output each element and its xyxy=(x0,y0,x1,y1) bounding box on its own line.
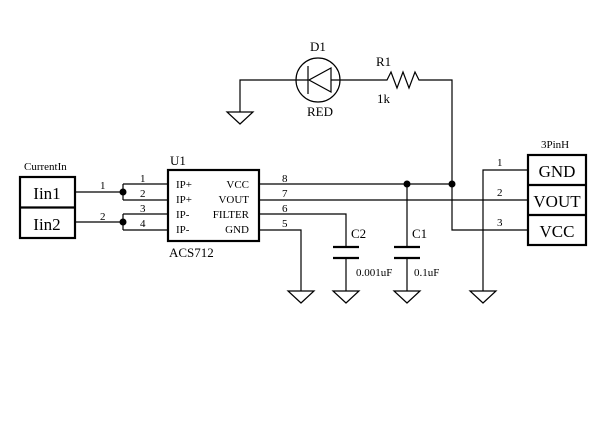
output-pin-label-vout: VOUT xyxy=(533,192,581,211)
input-pin-number-2: 2 xyxy=(100,211,106,223)
resistor-value: 1k xyxy=(377,91,391,106)
wire-resistor-to-vcc xyxy=(425,79,453,183)
input-pin-number-1: 1 xyxy=(100,180,106,192)
resistor-r1 xyxy=(380,70,425,90)
capacitor-c1-ref: C1 xyxy=(412,226,427,241)
capacitor-c1-value: 0.1uF xyxy=(414,267,439,279)
ic-right-pin-label-8: VCC xyxy=(226,179,249,191)
wire-ic-gnd xyxy=(259,229,302,291)
ic-left-pin-label-3: IP- xyxy=(176,209,190,221)
output-connector-divider xyxy=(528,183,586,217)
wire-vcc-net xyxy=(259,183,528,231)
ic-right-pin-label-6: FILTER xyxy=(213,209,250,221)
ground-symbol xyxy=(286,290,316,304)
output-pin-number-1: 1 xyxy=(497,157,503,169)
led-value: RED xyxy=(307,104,333,119)
wire-out-gnd xyxy=(482,169,528,291)
output-pin-number-2: 2 xyxy=(497,187,503,199)
input-pin-label-2: Iin2 xyxy=(33,215,60,234)
output-connector-body xyxy=(526,153,588,247)
ic-left-pin-number-2: 2 xyxy=(140,188,146,200)
junction-iin2 xyxy=(119,218,127,226)
ic-left-pin-number-3: 3 xyxy=(140,203,146,215)
led-branch: D1 RED R1 1k xyxy=(225,39,453,183)
capacitor-c2 xyxy=(331,245,361,304)
capacitor-c2-ref: C2 xyxy=(351,226,366,241)
junction-c1 xyxy=(403,180,411,188)
led-d1 xyxy=(295,57,341,103)
output-connector: 3PinH GND VOUT VCC 1 2 3 xyxy=(497,139,588,247)
output-pin-label-gnd: GND xyxy=(539,162,576,181)
junction-led xyxy=(448,180,456,188)
input-connector-name: CurrentIn xyxy=(24,161,67,173)
ic-right-pin-label-5: GND xyxy=(225,224,249,236)
ic-right-pin-number-8: 8 xyxy=(282,173,288,185)
ic-right-pin-number-5: 5 xyxy=(282,218,288,230)
resistor-ref: R1 xyxy=(376,54,391,69)
input-connector: CurrentIn Iin1 Iin2 1 2 xyxy=(18,161,106,240)
ic-left-pin-label-1: IP+ xyxy=(176,179,192,191)
led-anode-triangle xyxy=(307,66,332,94)
ground-symbol xyxy=(225,111,255,125)
ic-right-pin-number-6: 6 xyxy=(282,203,288,215)
ic-left-pin-number-4: 4 xyxy=(140,218,146,230)
capacitor-c1 xyxy=(392,245,422,304)
ic-part: ACS712 xyxy=(169,245,214,260)
led-ref: D1 xyxy=(310,39,326,54)
ic-u1: U1 ACS712 1 2 3 4 IP+ IP+ IP- IP- VCC VO… xyxy=(140,153,288,260)
junction-iin1 xyxy=(119,188,127,196)
wire-ip-plus-bus xyxy=(122,183,168,201)
output-connector-name: 3PinH xyxy=(541,139,569,151)
ground-symbol xyxy=(468,290,498,304)
capacitor-c2-value: 0.001uF xyxy=(356,267,392,279)
ground-symbol xyxy=(331,290,361,304)
wire-ip-minus-bus xyxy=(122,213,168,231)
ground-symbol xyxy=(392,290,422,304)
ic-ref: U1 xyxy=(170,153,186,168)
ic-right-pin-number-7: 7 xyxy=(282,188,288,200)
wire-filter-net xyxy=(259,213,347,246)
ic-left-pin-label-2: IP+ xyxy=(176,194,192,206)
input-pin-label-1: Iin1 xyxy=(33,184,60,203)
wire-led-to-ground xyxy=(239,79,296,112)
input-wiring xyxy=(75,183,168,231)
ic-right-pin-label-7: VOUT xyxy=(218,194,249,206)
ic-left-pin-label-4: IP- xyxy=(176,224,190,236)
output-pin-number-3: 3 xyxy=(497,217,503,229)
ic-body xyxy=(166,168,261,243)
output-wiring xyxy=(259,169,528,304)
ic-left-pin-number-1: 1 xyxy=(140,173,146,185)
output-pin-label-vcc: VCC xyxy=(540,222,575,241)
